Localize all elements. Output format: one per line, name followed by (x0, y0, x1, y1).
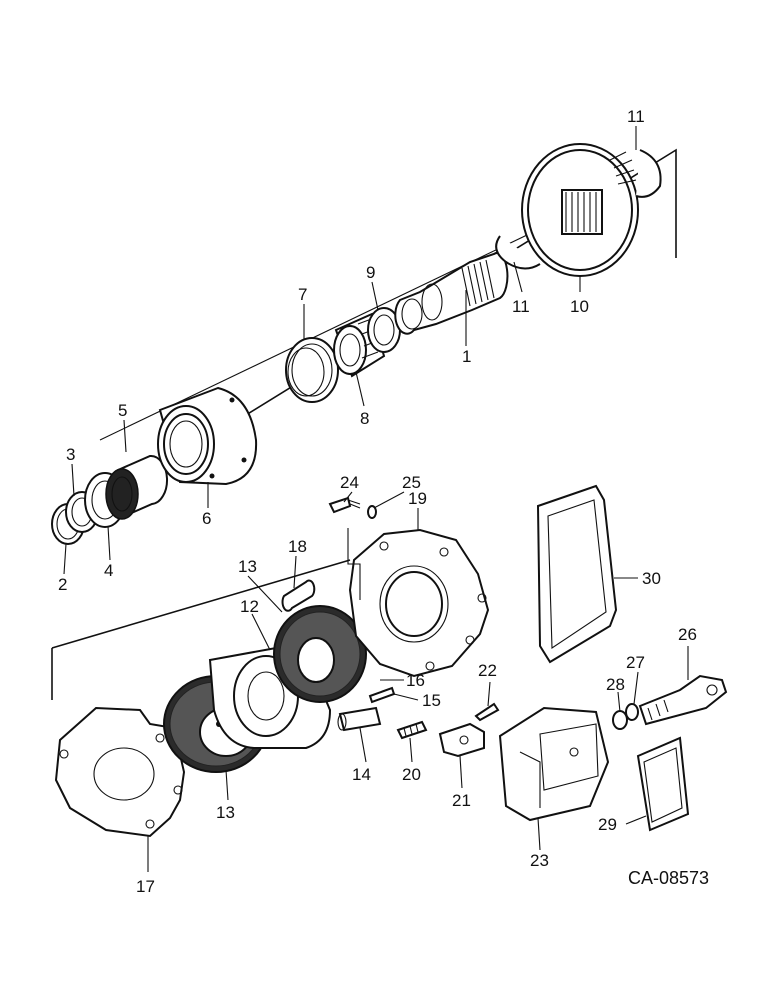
bearing-cup-part-7 (285, 337, 339, 403)
snap-ring-part-11-lower (495, 235, 541, 270)
callout-22: 22 (478, 661, 497, 680)
bearing-race-part-5 (105, 454, 169, 520)
callout-3: 3 (66, 445, 75, 464)
callout-12: 12 (240, 597, 259, 616)
callout-18: 18 (288, 537, 307, 556)
callout-11-mid: 11 (512, 297, 530, 316)
callout-6: 6 (202, 509, 211, 528)
callout-29: 29 (598, 815, 617, 834)
washer-part-28 (612, 710, 628, 730)
washer-part-25 (367, 505, 377, 519)
callout-2: 2 (58, 575, 67, 594)
gasket-part-29 (636, 736, 690, 832)
snap-ring-part-11-upper (635, 149, 662, 198)
housing-plate-part-17 (54, 706, 186, 838)
callout-9: 9 (366, 263, 375, 282)
lever-part-21 (438, 722, 485, 758)
o-ring-part-27 (625, 703, 639, 721)
callout-13-upper: 13 (238, 557, 257, 576)
leader-lines (63, 126, 689, 872)
cover-part-23 (498, 706, 610, 822)
friction-disc-part-13-rear (273, 605, 367, 703)
callout-26: 26 (678, 625, 697, 644)
dowel-part-18 (281, 579, 316, 612)
hub-housing-part-6 (157, 386, 258, 486)
callout-7: 7 (298, 285, 307, 304)
callout-1: 1 (462, 347, 471, 366)
callout-labels: 11 11 10 1 9 7 8 5 3 6 4 2 24 25 19 18 1… (58, 107, 697, 896)
callout-27: 27 (626, 653, 645, 672)
callout-17: 17 (136, 877, 155, 896)
callout-23: 23 (530, 851, 549, 870)
callout-28: 28 (606, 675, 625, 694)
callout-10: 10 (570, 297, 589, 316)
callout-5: 5 (118, 401, 127, 420)
callout-15: 15 (422, 691, 441, 710)
spring-part-20 (396, 720, 428, 740)
bolt-part-15 (368, 686, 396, 704)
gasket-part-30 (536, 484, 618, 664)
block-part-14 (337, 706, 382, 732)
shaft-lever-part-26 (638, 674, 728, 726)
callout-30: 30 (642, 569, 661, 588)
callout-16: 16 (406, 671, 425, 690)
callout-14: 14 (352, 765, 371, 784)
callout-8: 8 (360, 409, 369, 428)
callout-19: 19 (408, 489, 427, 508)
drawing-code: CA-08573 (628, 868, 709, 888)
callout-11-top: 11 (627, 107, 645, 126)
drum-part-10 (521, 143, 639, 277)
exploded-view-boundary (51, 148, 677, 700)
callout-4: 4 (104, 561, 113, 580)
callout-25: 25 (402, 473, 421, 492)
pin-part-22 (474, 702, 500, 722)
callout-21: 21 (452, 791, 471, 810)
callout-24: 24 (340, 473, 359, 492)
shaft-part-1 (394, 252, 509, 335)
spacer-part-9 (367, 307, 401, 353)
callout-20: 20 (402, 765, 421, 784)
callout-13-lower: 13 (216, 803, 235, 822)
bracket-plate-part-19 (348, 528, 490, 678)
